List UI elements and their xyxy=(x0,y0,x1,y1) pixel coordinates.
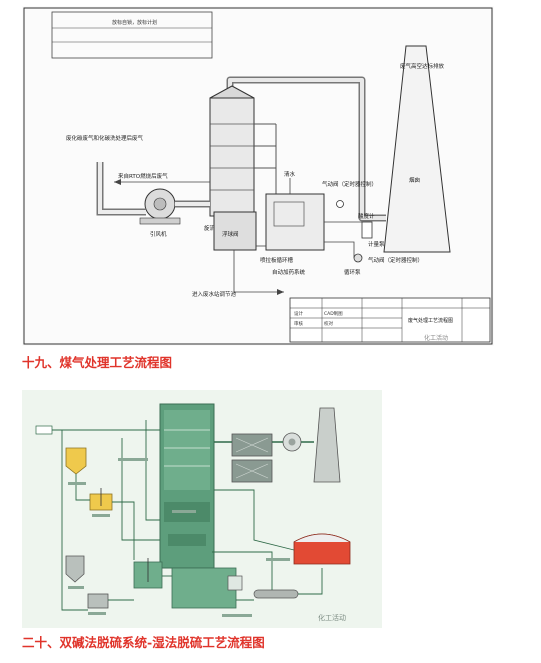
titleblock-title: 废气处理工艺流程图 xyxy=(408,317,453,324)
spray-circulation-tank xyxy=(265,193,325,251)
auto-dosing-label: 自动加药系统 xyxy=(272,268,306,276)
drawing-frame xyxy=(23,7,493,345)
chimney-fig20 xyxy=(313,407,341,483)
figure-19-diagram: 放标自锁，放标计划 废气高空达标排放 烟囱 旋流板碱洗塔 引风机 xyxy=(23,7,493,345)
wastewater-label: 进入废水站调节池 xyxy=(192,290,237,298)
chimney xyxy=(383,45,451,253)
watermark-fig19: 化工活动 xyxy=(424,334,448,342)
pneumatic-valve-1 xyxy=(336,200,344,208)
caption-fig19: 十九、煤气处理工艺流程图 xyxy=(22,355,173,370)
spray-tank-label: 喷拉板循环槽 xyxy=(260,256,294,264)
lime-silo xyxy=(65,447,87,475)
inlet-duct xyxy=(96,162,146,216)
note-frame xyxy=(51,11,213,59)
incoming-label: 废化碳废气和化碳洗处理后废气 xyxy=(66,134,144,142)
caption-fig20: 二十、双碱法脱硫系统-湿法脱硫工艺流程图 xyxy=(22,635,265,650)
titleblock-cell-4: 校对 xyxy=(324,320,333,327)
chimney-text: 烟囱 xyxy=(409,176,420,184)
soda-silo xyxy=(65,555,85,583)
soda-tank xyxy=(87,593,109,609)
circulation-pump-label: 循环泵 xyxy=(344,268,361,276)
scrubber-tower xyxy=(209,97,255,217)
watermark-fig20: 化工活动 xyxy=(318,613,346,622)
ph-meter-label: 酸度计 xyxy=(358,212,375,220)
figure-20-diagram: 化工活动 xyxy=(35,403,351,622)
circulation-pump xyxy=(353,253,363,263)
titleblock-cell-1: 设计 xyxy=(294,310,303,317)
pneumatic-valve-1-label: 气动阀（定时器控制） xyxy=(322,180,377,188)
float-valve: 浮球阀 xyxy=(222,230,239,238)
titleblock-cell-2: 审核 xyxy=(294,320,303,327)
fan-label: 引风机 xyxy=(150,230,167,238)
ph-meter xyxy=(361,221,373,239)
top-note: 放标自锁，放标计划 xyxy=(112,19,157,26)
settling-tank xyxy=(171,567,237,609)
dosing-pump-label: 计量泵 xyxy=(368,240,385,248)
pneumatic-valve-2-label: 气动阀（定时器控制） xyxy=(368,256,423,264)
water-inlet: 清水 xyxy=(284,170,296,178)
title-block: 设计 审核 CAD制图 校对 废气处理工艺流程图 xyxy=(289,297,491,343)
chimney-label: 废气高空达标排放 xyxy=(400,62,445,70)
belt-filter xyxy=(253,589,299,599)
figure-19: 放标自锁，放标计划 废气高空达标排放 烟囱 旋流板碱洗塔 引风机 xyxy=(22,6,494,346)
rto-label: 来自RTO燃烧后废气 xyxy=(118,172,168,180)
figure-20: 化工活动 xyxy=(22,390,382,628)
float-valve-tank xyxy=(213,211,257,251)
titleblock-cell-3: CAD制图 xyxy=(324,310,343,317)
